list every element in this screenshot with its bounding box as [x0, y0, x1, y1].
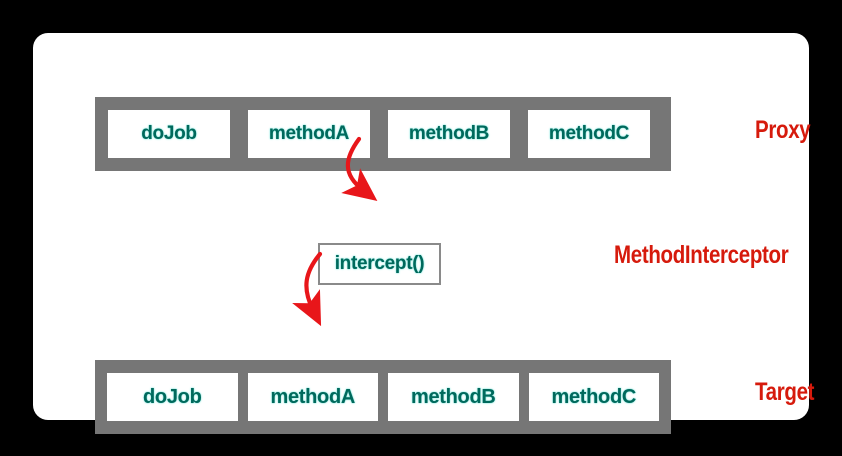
proxy-method-methoda[interactable]: methodA [248, 110, 370, 158]
proxy-method-dojob[interactable]: doJob [108, 110, 230, 158]
method-label: methodB [408, 123, 490, 144]
proxy-title-label: Proxy [755, 116, 811, 144]
target-bar: doJob methodA methodB methodC [95, 360, 671, 434]
proxy-method-methodc[interactable]: methodC [528, 110, 650, 158]
method-label: doJob [141, 123, 197, 144]
method-label: doJob [143, 385, 202, 408]
target-method-methodb[interactable]: methodB [388, 373, 519, 421]
method-label: methodC [548, 123, 630, 144]
method-label: methodA [268, 123, 350, 144]
intercept-label: intercept() [334, 253, 425, 274]
method-label: methodB [410, 385, 496, 408]
target-method-list: doJob methodA methodB methodC [107, 373, 659, 421]
target-method-dojob[interactable]: doJob [107, 373, 238, 421]
interceptor-title-label: MethodInterceptor [614, 241, 789, 269]
target-title-label: Target [755, 378, 815, 406]
diagram-card: doJob methodA methodB methodC doJob [33, 33, 814, 434]
intercept-box[interactable]: intercept() [318, 243, 441, 285]
proxy-method-list: doJob methodA methodB methodC [108, 110, 658, 158]
method-label: methodA [270, 385, 356, 408]
proxy-method-methodb[interactable]: methodB [388, 110, 510, 158]
target-method-methoda[interactable]: methodA [247, 373, 378, 421]
target-method-methodc[interactable]: methodC [528, 373, 659, 421]
method-label: methodC [551, 385, 637, 408]
proxy-bar: doJob methodA methodB methodC [95, 97, 671, 171]
